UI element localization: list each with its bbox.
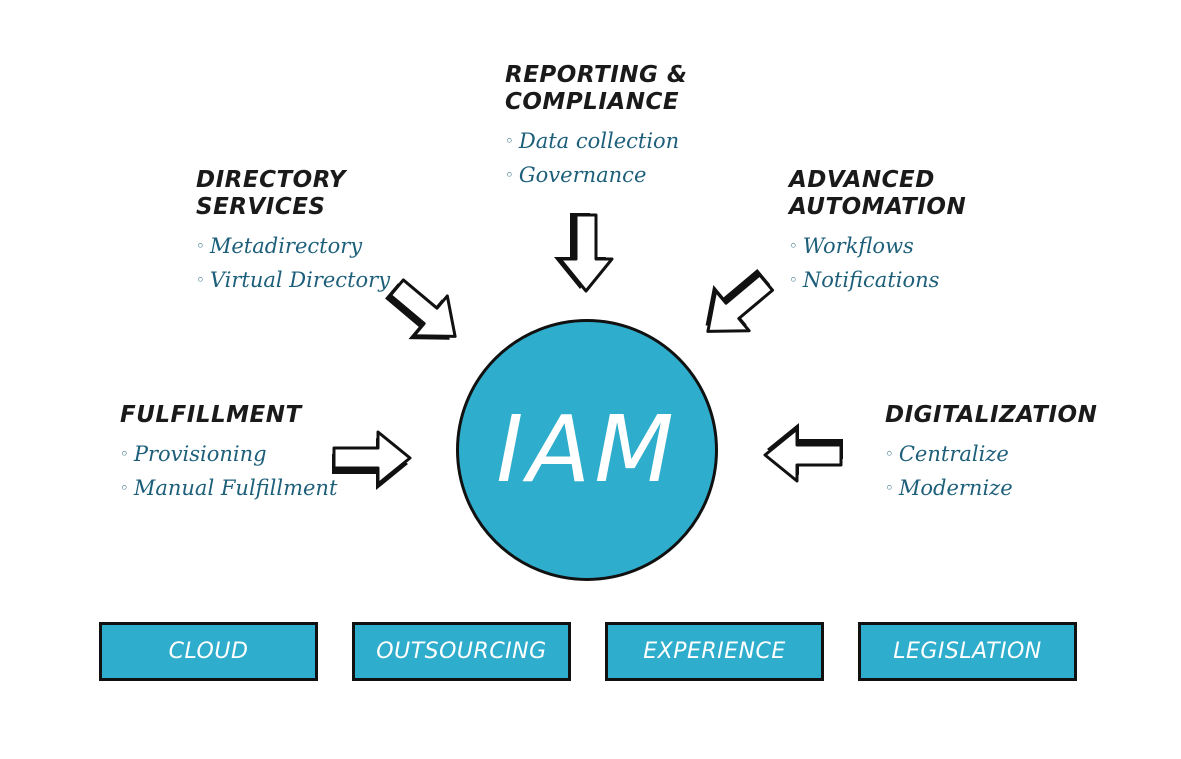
driver-label: EXPERIENCE [643,639,786,664]
bullet-icon: ◦ [789,271,798,289]
arrow-reporting-icon [554,213,614,293]
list-item: ◦Provisioning [120,438,337,472]
item-label: Workflows [802,234,914,258]
topic-reporting-compliance: REPORTING & COMPLIANCE ◦Data collection … [505,62,687,193]
list-item: ◦Governance [505,159,687,193]
arrow-digitalization-icon [763,423,843,483]
topic-fulfillment: FULFILLMENT ◦Provisioning ◦Manual Fulfil… [120,402,337,506]
list-item: ◦Modernize [885,472,1097,506]
driver-box-cloud: CLOUD [99,622,318,681]
topic-digitalization: DIGITALIZATION ◦Centralize ◦Modernize [885,402,1097,506]
topic-title: ADVANCED AUTOMATION [789,167,967,220]
item-label: Governance [518,163,647,187]
list-item: ◦Data collection [505,125,687,159]
list-item: ◦Centralize [885,438,1097,472]
bullet-icon: ◦ [885,445,894,463]
item-label: Metadirectory [209,234,363,258]
driver-box-outsourcing: OUTSOURCING [352,622,571,681]
item-label: Modernize [898,476,1013,500]
iam-hub-circle: IAM [456,319,718,581]
bullet-icon: ◦ [885,479,894,497]
list-item: ◦Virtual Directory [196,264,390,298]
bullet-icon: ◦ [196,237,205,255]
driver-label: CLOUD [168,639,249,664]
bullet-icon: ◦ [120,445,129,463]
arrow-fulfillment-icon [332,430,412,490]
item-label: Notifications [802,268,940,292]
bullet-icon: ◦ [196,271,205,289]
item-label: Data collection [518,129,680,153]
list-item: ◦Manual Fulfillment [120,472,337,506]
driver-box-experience: EXPERIENCE [605,622,824,681]
driver-box-legislation: LEGISLATION [858,622,1077,681]
driver-label: OUTSOURCING [376,639,547,664]
list-item: ◦Metadirectory [196,230,390,264]
hub-label: IAM [496,396,678,503]
arrow-automation-icon [705,269,775,333]
item-label: Provisioning [133,442,267,466]
item-label: Virtual Directory [209,268,391,292]
bullet-icon: ◦ [789,237,798,255]
item-label: Manual Fulfillment [133,476,338,500]
topic-title: DIRECTORY SERVICES [196,167,346,220]
item-label: Centralize [898,442,1009,466]
bullet-icon: ◦ [505,132,514,150]
list-item: ◦Notifications [789,264,966,298]
bullet-icon: ◦ [120,479,129,497]
arrow-directory-icon [385,278,457,340]
driver-label: LEGISLATION [893,639,1042,664]
topic-title: REPORTING & COMPLIANCE [505,62,688,115]
list-item: ◦Workflows [789,230,966,264]
topic-directory-services: DIRECTORY SERVICES ◦Metadirectory ◦Virtu… [196,167,390,298]
topic-title: DIGITALIZATION [885,402,1098,428]
topic-title: FULFILLMENT [120,402,302,428]
topic-advanced-automation: ADVANCED AUTOMATION ◦Workflows ◦Notifica… [789,167,966,298]
bullet-icon: ◦ [505,166,514,184]
